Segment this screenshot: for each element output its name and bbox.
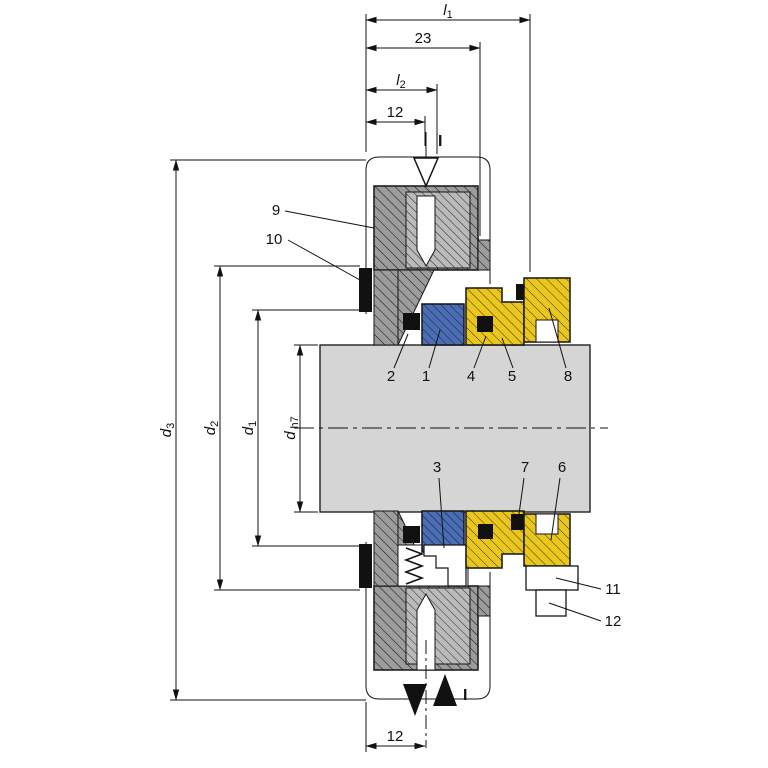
seal-face-1: [421, 303, 465, 346]
leader-2: [393, 333, 409, 369]
leader-1: [428, 329, 441, 369]
section-markers: I I: [403, 132, 467, 748]
part-label-2: 2: [387, 368, 395, 385]
part-label-6: 6: [558, 459, 566, 476]
part-12-shape: [535, 589, 567, 617]
spring-3: [403, 547, 425, 585]
section-label-bottom: I: [463, 687, 467, 704]
part-label-7: 7: [521, 459, 529, 476]
housing-outline: [365, 156, 491, 700]
leader-9: [284, 210, 375, 229]
dim-label-d2: d2: [202, 421, 221, 435]
dim-label-l2: l2: [396, 72, 405, 91]
collar-notch-upper: [535, 319, 559, 343]
leader-10: [287, 239, 361, 281]
gasket-10: [359, 268, 372, 312]
section-arrow-top-icon: [412, 157, 440, 188]
seal-assembly-lower: [359, 510, 579, 671]
leader-12: [548, 602, 602, 622]
gland-wedge-upper: [373, 269, 399, 346]
part-label-11: 11: [605, 581, 621, 598]
part-label-5: 5: [508, 368, 516, 385]
part-label-12: 12: [605, 613, 622, 630]
part-label-4: 4: [467, 368, 475, 385]
part-11-shape: [525, 565, 579, 591]
leader-3: [438, 477, 445, 549]
flush-port-upper: [416, 195, 436, 268]
o-ring-2: [403, 313, 420, 330]
housing-outline-lower: [365, 542, 491, 700]
dim-label-23: 23: [415, 30, 432, 47]
flush-port-lower: [416, 592, 436, 671]
o-ring-4: [477, 316, 493, 332]
o-ring-lower-2: [478, 524, 493, 539]
leader-6: [550, 477, 561, 541]
part-label-8: 8: [564, 368, 572, 385]
dim-label-d-h7: dh7: [282, 416, 301, 440]
gland-lip-lower: [477, 585, 491, 617]
section-label-top: I: [438, 133, 442, 150]
gland-boss-lower: [405, 587, 471, 665]
flow-arrow-up-icon: [433, 674, 457, 706]
dim-label-12-bottom: 12: [387, 728, 404, 745]
part-label-3: 3: [433, 459, 441, 476]
part-callouts: 9 10 2 1 4 5 8 3 7 6 11 12: [266, 202, 622, 630]
gland-lip-upper: [477, 239, 491, 271]
part-label-1: 1: [422, 368, 430, 385]
leader-4: [473, 335, 487, 369]
gland-wedge-lower: [373, 510, 399, 587]
dim-label-12-top: 12: [387, 104, 404, 121]
part-label-9: 9: [272, 202, 280, 219]
dim-label-l1: l1: [443, 2, 452, 21]
leader-5: [501, 337, 514, 369]
leader-11: [555, 577, 602, 590]
dim-label-d1: d1: [240, 421, 259, 435]
o-ring-lower: [403, 526, 420, 543]
drive-ring-5: [465, 287, 525, 346]
housing-outline-upper: [365, 156, 491, 314]
leader-7: [518, 477, 525, 515]
dimensions-bottom: 12: [365, 702, 426, 752]
dimensions-left: d3 d2 d1 dh7: [158, 159, 366, 701]
flow-arrow-down-icon: [403, 684, 427, 716]
dimensions-top: l1 23 l2 12: [365, 2, 531, 272]
shaft-group: [294, 344, 608, 513]
gasket-lower: [359, 544, 372, 588]
gland-boss-upper: [405, 191, 471, 269]
dim-label-d3: d3: [158, 423, 177, 437]
leader-8: [548, 307, 567, 369]
part-label-10: 10: [266, 231, 283, 248]
seal-assembly-upper: [359, 185, 571, 346]
